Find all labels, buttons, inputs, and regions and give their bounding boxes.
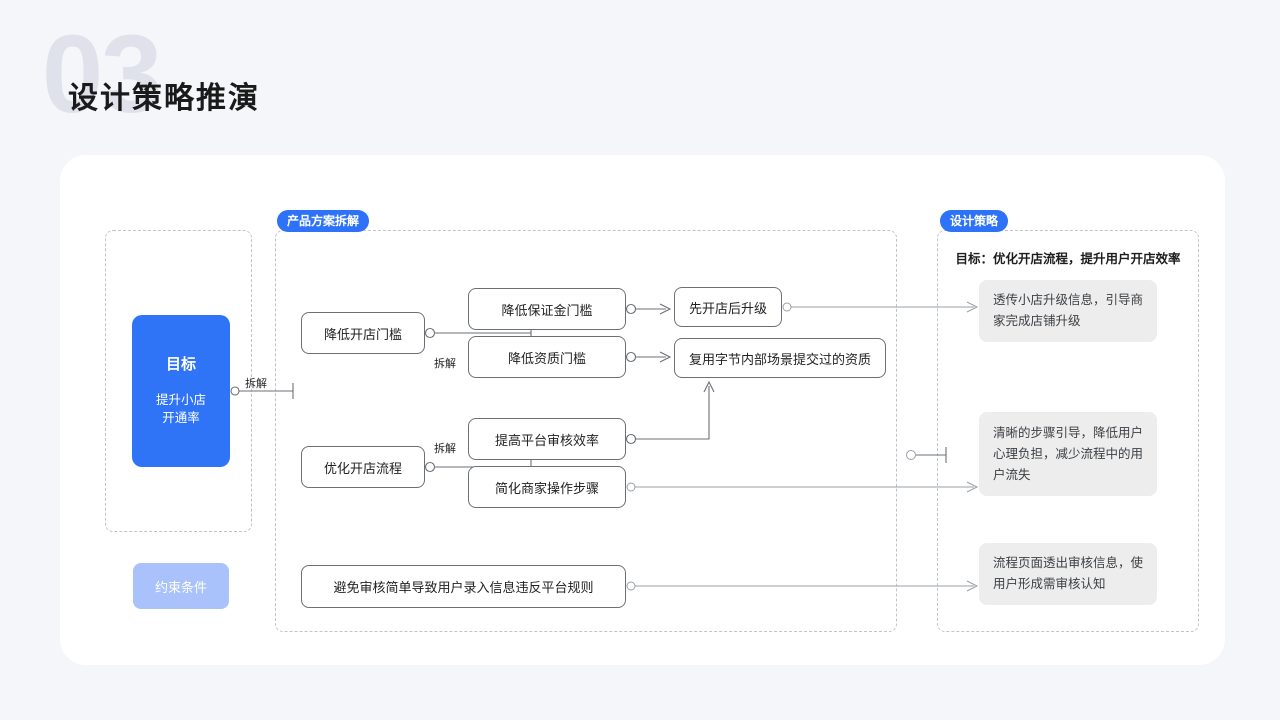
page-title: 设计策略推演 xyxy=(68,82,260,115)
region-goal xyxy=(105,230,252,532)
edge-label-main: 拆解 xyxy=(245,378,267,390)
node-open-first-upgrade-later[interactable]: 先开店后升级 xyxy=(674,287,782,327)
node-simplify-merchant-steps[interactable]: 简化商家操作步骤 xyxy=(468,466,626,508)
region-product-breakdown xyxy=(275,230,897,632)
region-design-strategy xyxy=(937,230,1199,632)
strategy-card-step-guidance[interactable]: 清晰的步骤引导，降低用户心理负担，减少流程中的用户流失 xyxy=(979,412,1157,496)
node-optimize-flow[interactable]: 优化开店流程 xyxy=(301,446,425,488)
goal-node-title: 目标 xyxy=(165,356,196,373)
goal-node[interactable]: 目标 提升小店 开通率 xyxy=(132,315,230,467)
node-lower-threshold[interactable]: 降低开店门槛 xyxy=(301,312,425,354)
badge-design-strategy: 设计策略 xyxy=(940,210,1009,232)
node-avoid-rule-violation[interactable]: 避免审核简单导致用户录入信息违反平台规则 xyxy=(301,565,626,608)
strategy-card-upgrade-info[interactable]: 透传小店升级信息，引导商家完成店铺升级 xyxy=(979,280,1157,342)
strategy-card-audit-awareness[interactable]: 流程页面透出审核信息，使用户形成需审核认知 xyxy=(979,543,1157,605)
node-improve-audit-efficiency[interactable]: 提高平台审核效率 xyxy=(468,418,626,460)
edge-label-branch-b: 拆解 xyxy=(434,443,456,455)
node-lower-qualification-threshold[interactable]: 降低资质门槛 xyxy=(468,336,626,378)
node-reuse-existing-qualification[interactable]: 复用字节内部场景提交过的资质 xyxy=(674,338,886,378)
badge-product-breakdown: 产品方案拆解 xyxy=(277,210,370,232)
page-header: 03 设计策略推演 xyxy=(0,0,1280,150)
node-lower-deposit-threshold[interactable]: 降低保证金门槛 xyxy=(468,288,626,330)
goal-node-subtitle-line1: 提升小店 xyxy=(155,393,206,407)
edge-label-branch-a: 拆解 xyxy=(434,358,456,370)
constraint-chip[interactable]: 约束条件 xyxy=(133,563,229,609)
goal-node-subtitle-line2: 开通率 xyxy=(162,411,200,425)
section-number-watermark: 03 xyxy=(42,13,162,136)
strategy-objective: 目标：优化开店流程，提升用户开店效率 xyxy=(955,251,1181,266)
